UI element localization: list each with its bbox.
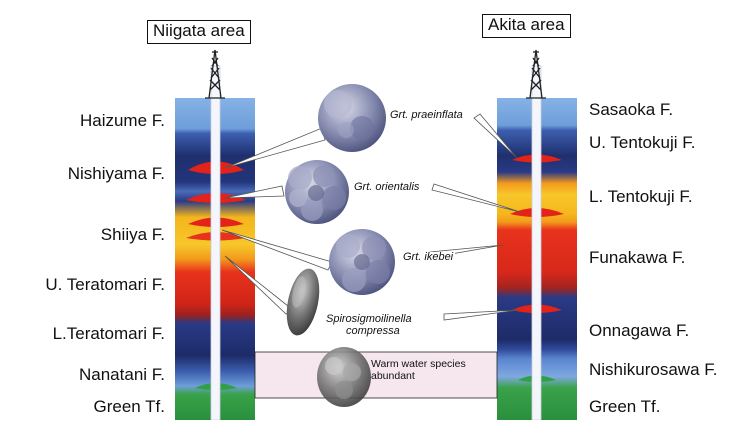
formation-label-right: Nishikurosawa F.	[589, 361, 718, 378]
well-bore	[211, 66, 220, 420]
warm-water-line2: abundant	[371, 370, 466, 382]
formation-label-left: Green Tf.	[94, 398, 166, 415]
fossil-orientalis	[285, 160, 349, 224]
formation-label-right: Funakawa F.	[589, 249, 685, 266]
formation-label-right: Sasaoka F.	[589, 101, 673, 118]
fossil-ikebei	[329, 229, 395, 295]
species-label-ikebei: Grt. ikebei	[401, 252, 455, 264]
formation-label-left: U. Teratomari F.	[45, 276, 165, 293]
fossil-praeinflata	[318, 84, 386, 152]
warm-water-line1: Warm water species	[371, 358, 466, 370]
species-label-orientalis: Grt. orientalis	[352, 182, 421, 194]
formation-label-left: Nanatani F.	[79, 366, 165, 383]
fossil-spirosigmoilinella	[281, 266, 324, 339]
warm-water-note: Warm water species abundant	[371, 358, 466, 382]
species-label-spiro: Spirosigmoilinella compressa	[324, 314, 414, 337]
formation-label-left: L.Teratomari F.	[53, 325, 165, 342]
formation-label-right: U. Tentokuji F.	[589, 134, 695, 151]
akita-column	[497, 50, 577, 420]
species-label-praeinflata: Grt. praeinflata	[388, 110, 465, 122]
species-label-spiro-line1: Spirosigmoilinella	[326, 314, 412, 326]
fossil-warm-water	[317, 347, 371, 407]
akita-area-title: Akita area	[482, 14, 571, 38]
formation-label-left: Nishiyama F.	[68, 165, 165, 182]
formation-label-right: Green Tf.	[589, 398, 661, 415]
formation-label-left: Shiiya F.	[101, 226, 165, 243]
formation-label-right: Onnagawa F.	[589, 322, 689, 339]
well-bore	[532, 66, 541, 420]
formation-label-right: L. Tentokuji F.	[589, 188, 693, 205]
niigata-column	[175, 50, 255, 420]
formation-label-left: Haizume F.	[80, 112, 165, 129]
niigata-area-title: Niigata area	[147, 20, 251, 44]
species-label-spiro-line2: compressa	[326, 326, 412, 338]
